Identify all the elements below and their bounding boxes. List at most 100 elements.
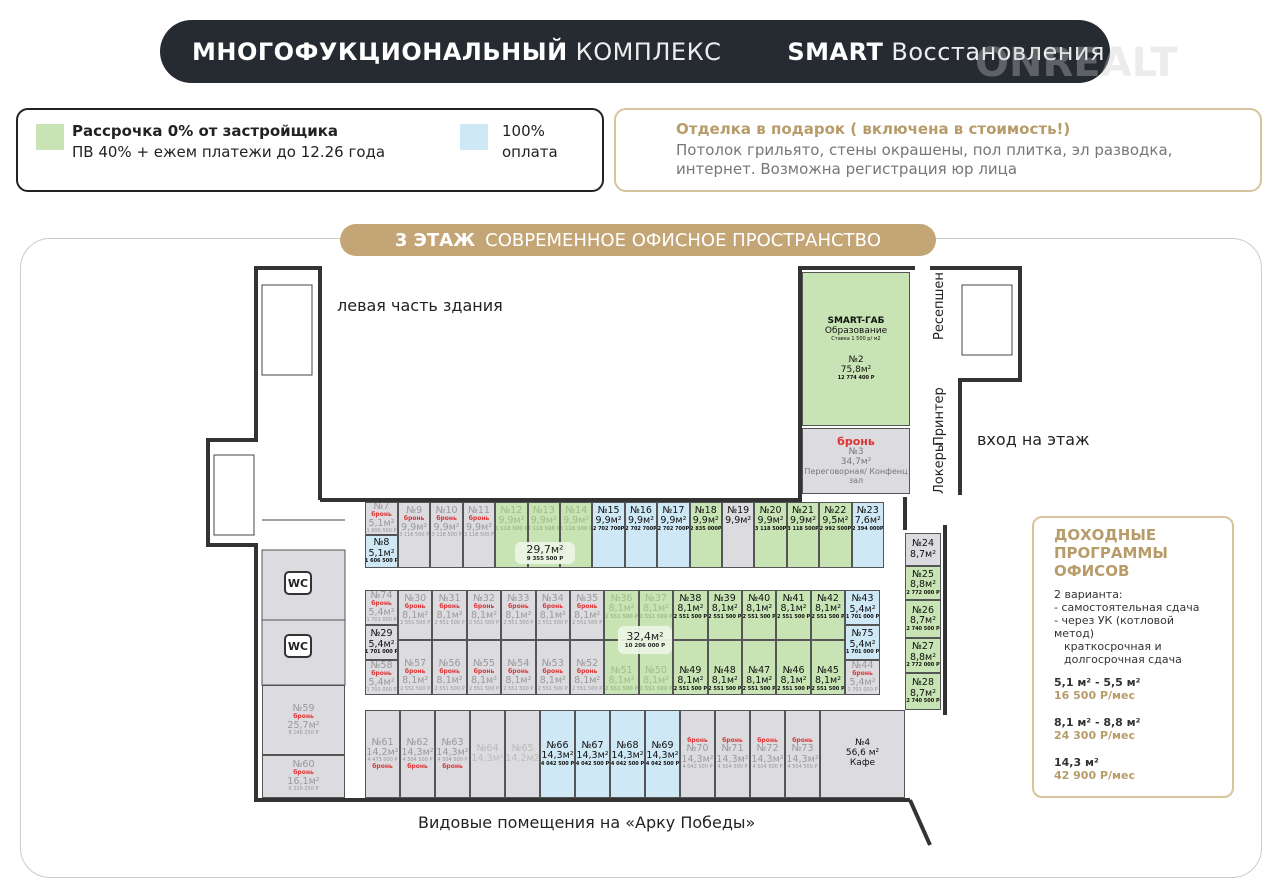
header-title-thin: КОМПЛЕКС xyxy=(575,37,722,66)
combined-area: 29,7м² xyxy=(526,542,564,556)
booked-tag: бронь xyxy=(372,762,393,770)
unit-price: 2 551 500 Р xyxy=(400,685,431,692)
unit-number: №74 xyxy=(370,590,393,602)
unit-price: 3 118 500 Р xyxy=(399,532,430,539)
booked-tag: бронь xyxy=(468,515,490,523)
booked-tag: бронь xyxy=(687,736,708,744)
unit-number: №17 xyxy=(662,505,685,516)
unit-area: 9,9м² xyxy=(530,515,557,527)
tier-price: 24 300 Р/мес xyxy=(1054,729,1135,742)
unit-area: 8,1м² xyxy=(470,675,498,687)
income-option-2: - через УК (котловой метод) xyxy=(1054,614,1175,640)
blue-legend-title: 100% xyxy=(502,122,545,140)
finish-line2: интернет. Возможна регистрация юр лица xyxy=(676,160,1018,178)
unit-number: №45 xyxy=(817,664,839,676)
unit-4[interactable]: №4 56,6 м² Кафе xyxy=(820,710,905,798)
unit-price: 3 118 500 Р xyxy=(431,532,462,539)
unit-2[interactable]: SMART-ГАБ Образование Ставка 1 500 р/ м2… xyxy=(802,272,910,426)
unit-price: 1 701 000 Р xyxy=(365,649,398,656)
booked-tag: бронь xyxy=(542,668,564,676)
unit-area: 8,1м² xyxy=(539,675,566,687)
unit-area: 14,3м² xyxy=(436,746,469,758)
finish-info: Отделка в подарок ( включена в стоимость… xyxy=(614,108,1262,192)
finish-title: Отделка в подарок ( включена в стоимость… xyxy=(676,120,1071,138)
unit-area: 9,9м² xyxy=(595,515,622,527)
booked-tag: бронь xyxy=(371,670,392,678)
unit-area: 8,1м² xyxy=(642,675,670,687)
unit-area: 9,9м² xyxy=(401,522,428,534)
booked-tag: бронь xyxy=(439,668,460,676)
unit-area: 8,1м² xyxy=(402,675,429,687)
unit3-status: бронь xyxy=(837,435,875,449)
tier-size: 8,1 м² - 8,8 м² xyxy=(1054,716,1141,729)
unit-number: №51 xyxy=(610,664,633,676)
unit-3[interactable]: бронь №3 34,7м² Переговорная/ Конфенц за… xyxy=(802,428,910,494)
unit-number: №33 xyxy=(507,593,530,604)
